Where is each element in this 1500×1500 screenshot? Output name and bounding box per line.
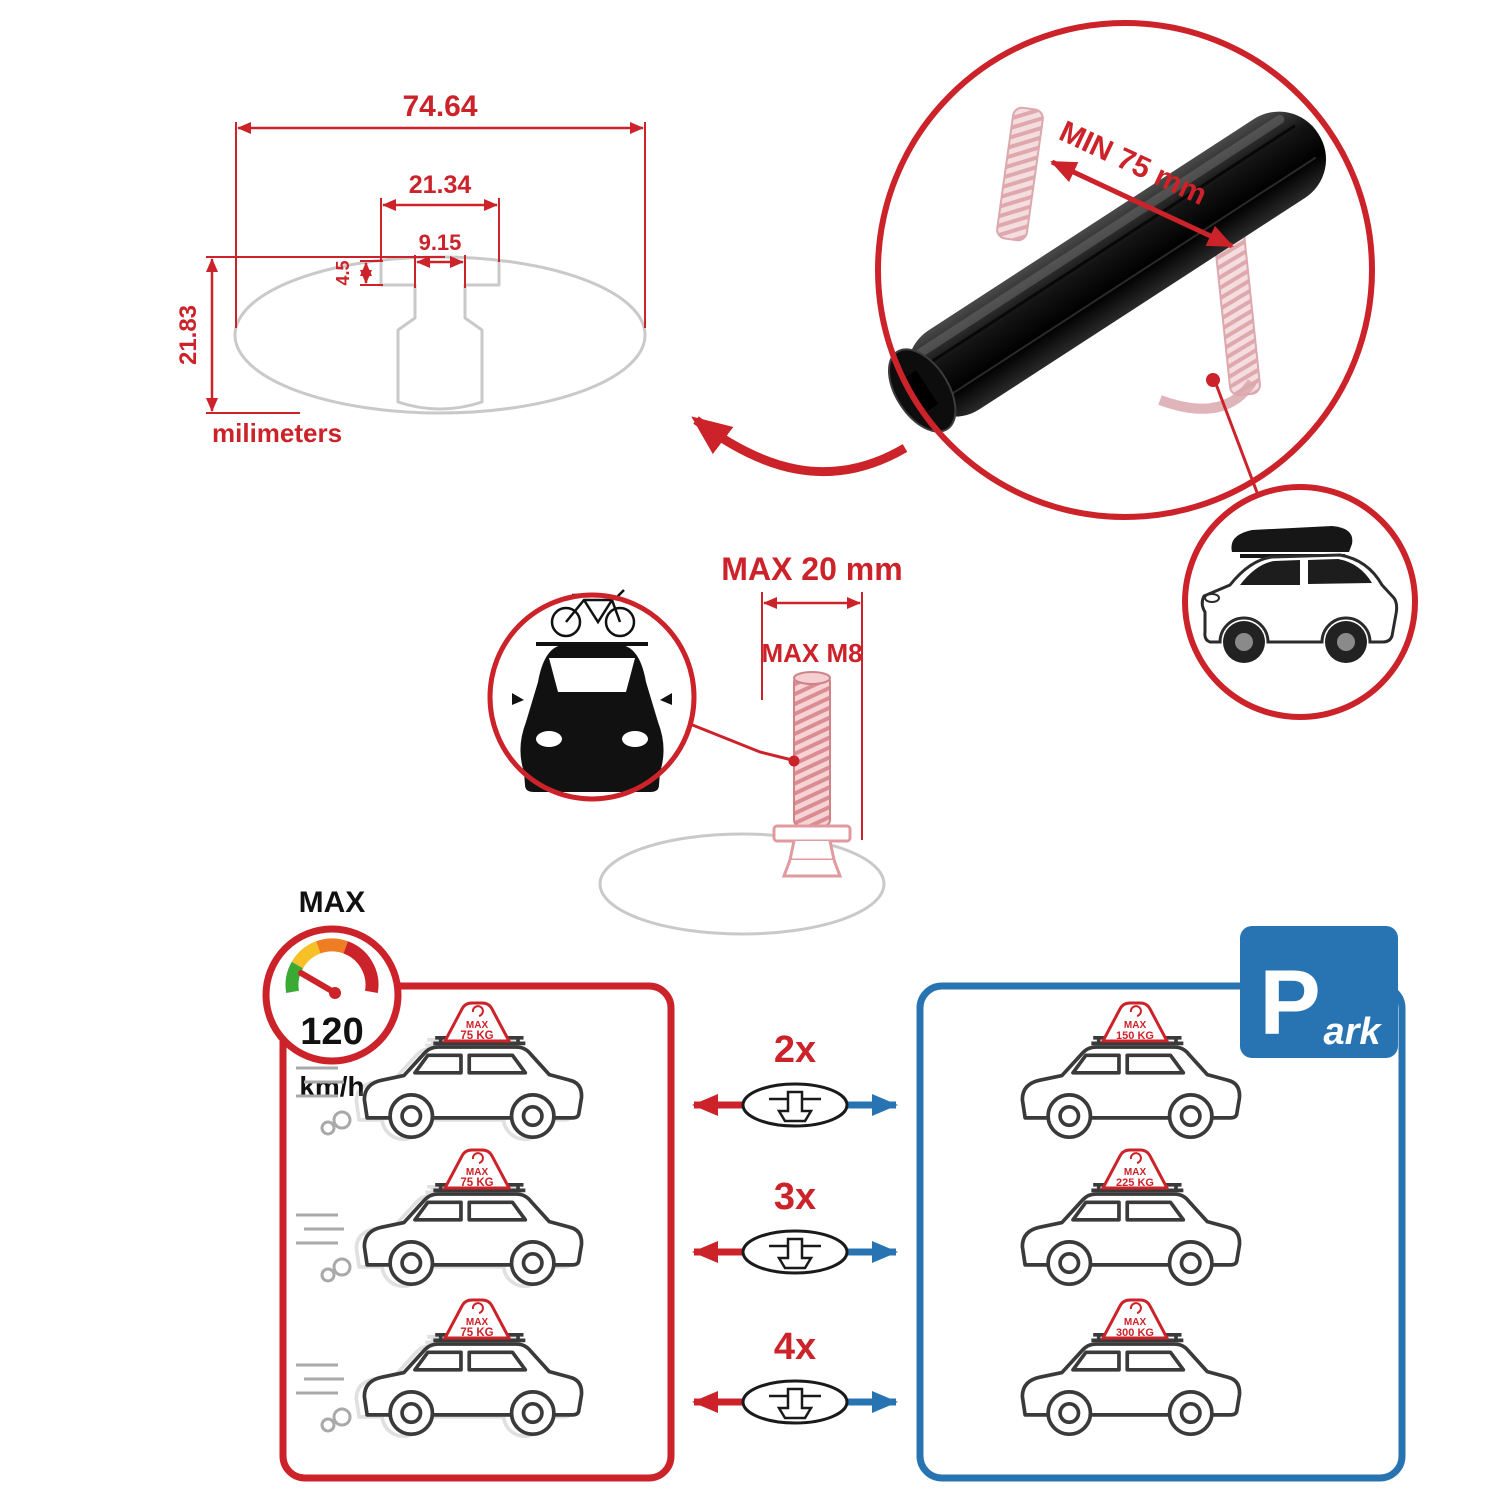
leader-dot xyxy=(788,755,800,767)
svg-text:MAX: MAX xyxy=(466,1020,489,1031)
svg-text:300 KG: 300 KG xyxy=(1116,1327,1154,1339)
load-sign: MAX 75 KG xyxy=(442,1298,512,1340)
suv-roofbox-circle xyxy=(1182,484,1418,720)
crossbar-section-icon xyxy=(741,1082,849,1128)
svg-text:150 KG: 150 KG xyxy=(1116,1030,1154,1042)
park-letter: P xyxy=(1259,952,1320,1054)
car-front-icon xyxy=(512,642,672,792)
t-slot-profile xyxy=(379,261,501,411)
detail-to-suv-leader xyxy=(1214,383,1260,496)
speed-value: 120 xyxy=(300,1011,363,1053)
dim-total-height: 21.83 xyxy=(175,305,202,365)
callout-dot xyxy=(1206,373,1220,387)
dim-slot-width: 9.15 xyxy=(419,230,462,255)
speedometer: MAX 120 km/h xyxy=(262,886,402,1102)
load-sign: MAX 75 KG xyxy=(442,1001,512,1043)
bike-icon xyxy=(550,589,636,638)
circle-to-bolt-leader xyxy=(689,722,793,762)
crossbar-detail-circle: MIN 75 mm xyxy=(875,20,1375,520)
svg-text:MAX: MAX xyxy=(466,1317,489,1328)
svg-text:75 KG: 75 KG xyxy=(460,1327,493,1339)
suv-roofbox-icon xyxy=(1200,526,1399,663)
load-sign: MAX 150 KG xyxy=(1100,1001,1170,1043)
svg-text:MAX: MAX xyxy=(466,1167,489,1178)
driving-cars: MAX 75 KG MAX 75 KG MAX 75 KG xyxy=(296,1001,584,1439)
units-label: milimeters xyxy=(212,418,342,448)
load-sign: MAX 225 KG xyxy=(1100,1148,1170,1190)
parked-cars: MAX 150 KG MAX 225 KG MAX 300 KG xyxy=(1020,1001,1242,1437)
crossbar-section-icon xyxy=(741,1229,849,1275)
speed-max-label: MAX xyxy=(299,886,366,919)
multiplier-label: 4x xyxy=(774,1326,816,1368)
bar-quantity-options: 2x 3x 4x xyxy=(692,1029,898,1425)
multiplier-label: 2x xyxy=(774,1029,816,1071)
multiplier-label: 3x xyxy=(774,1176,816,1218)
detail-to-diagram-arrow xyxy=(691,416,908,477)
svg-text:MAX: MAX xyxy=(1124,1020,1147,1031)
svg-text:MAX: MAX xyxy=(1124,1317,1147,1328)
bolt-diagram: MAX 20 mm MAX M8 xyxy=(598,551,903,936)
bar-cross-section-outline xyxy=(233,255,647,415)
dim-channel-width: 21.34 xyxy=(409,171,472,199)
load-sign: MAX 300 KG xyxy=(1100,1298,1170,1340)
park-rest: ark xyxy=(1323,1011,1382,1053)
crossbar-section-icon xyxy=(741,1379,849,1425)
dim-total-width: 74.64 xyxy=(402,90,477,123)
svg-text:MAX: MAX xyxy=(1124,1167,1147,1178)
car-front-bike-circle xyxy=(487,589,800,802)
svg-text:75 KG: 75 KG xyxy=(460,1177,493,1189)
svg-text:75 KG: 75 KG xyxy=(460,1030,493,1042)
dimension-diagram: 74.64 21.34 9.15 4.5 21.83 milimeters xyxy=(175,90,647,448)
bolt-max-length-label: MAX 20 mm xyxy=(721,551,902,587)
dim-lip-depth: 4.5 xyxy=(333,260,353,285)
clamp-rod-icons xyxy=(996,106,1261,414)
load-sign: MAX 75 KG xyxy=(442,1148,512,1190)
bolt-icon xyxy=(772,671,852,878)
park-sign: P ark xyxy=(1240,926,1398,1058)
bolt-max-thread-label: MAX M8 xyxy=(761,638,862,668)
svg-text:225 KG: 225 KG xyxy=(1116,1177,1154,1189)
